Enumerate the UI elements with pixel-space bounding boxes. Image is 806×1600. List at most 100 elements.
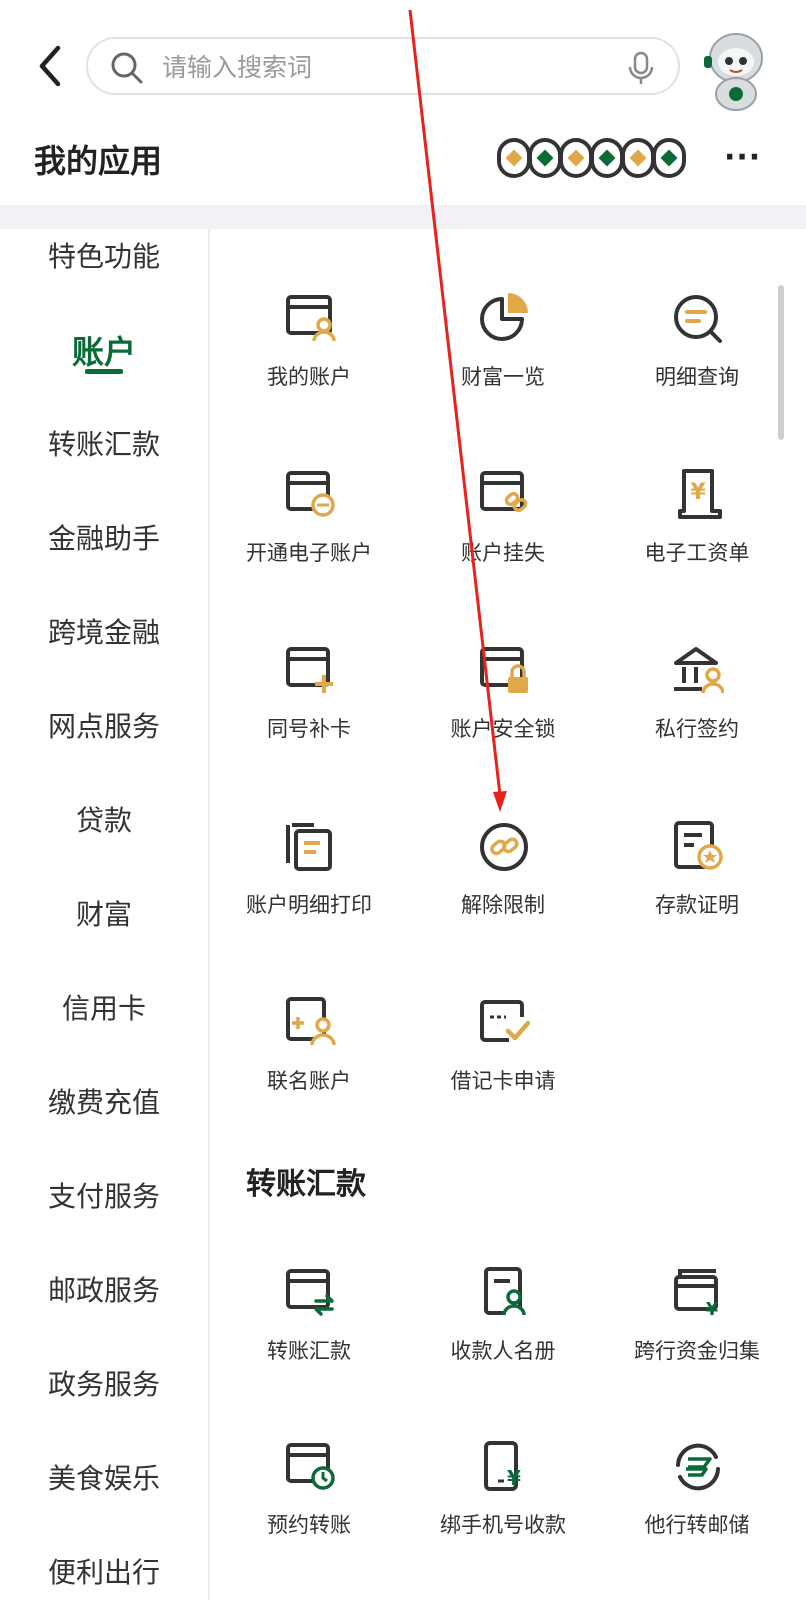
app-tile-security-lock[interactable]: 账户安全锁 bbox=[406, 643, 600, 793]
payee-book-icon bbox=[484, 1267, 526, 1316]
app-label: 绑手机号收款 bbox=[440, 1513, 566, 1537]
card-transfer-icon bbox=[286, 1269, 334, 1316]
more-button[interactable]: ··· bbox=[724, 140, 762, 175]
app-label: 跨行资金归集 bbox=[634, 1339, 760, 1363]
app-tile-debit-card-apply[interactable]: 借记卡申请 bbox=[406, 995, 600, 1145]
app-tile-card-replace[interactable]: 同号补卡 bbox=[212, 643, 406, 793]
sidebar-item-wealth[interactable]: 财富 bbox=[75, 898, 132, 931]
sidebar-item-transfer[interactable]: 转账汇款 bbox=[47, 428, 160, 461]
scrollbar[interactable] bbox=[778, 285, 784, 440]
app-label: 我的账户 bbox=[267, 365, 351, 389]
page-title: 我的应用 bbox=[34, 142, 163, 180]
app-label: 账户明细打印 bbox=[246, 893, 372, 917]
app-tile-fund-collection[interactable]: ¥ 跨行资金归集 bbox=[600, 1265, 794, 1415]
card-user-icon bbox=[286, 295, 336, 342]
search-icon bbox=[111, 52, 143, 84]
app-label: 电子工资单 bbox=[644, 541, 750, 565]
app-label: 他行转邮储 bbox=[644, 1513, 750, 1537]
app-label: 明细查询 bbox=[655, 365, 739, 389]
fund-collect-icon: ¥ bbox=[674, 1269, 719, 1320]
app-label: 账户安全锁 bbox=[450, 717, 556, 741]
app-label: 转账汇款 bbox=[267, 1339, 351, 1363]
back-icon[interactable] bbox=[30, 40, 70, 92]
app-label: 存款证明 bbox=[655, 893, 739, 917]
app-tile-e-payslip[interactable]: ¥ 电子工资单 bbox=[600, 467, 794, 617]
sidebar-item-travel[interactable]: 便利出行 bbox=[47, 1556, 160, 1589]
robot-avatar-icon[interactable] bbox=[700, 28, 772, 112]
favorite-app-icon[interactable] bbox=[621, 138, 655, 178]
scheduled-transfer-icon bbox=[286, 1443, 335, 1490]
app-label: 账户挂失 bbox=[461, 541, 545, 565]
app-tile-joint-account[interactable]: 联名账户 bbox=[212, 995, 406, 1145]
sidebar-item-government-service[interactable]: 政务服务 bbox=[47, 1368, 160, 1401]
app-label: 同号补卡 bbox=[267, 717, 351, 741]
search-detail-icon bbox=[674, 295, 722, 343]
app-tile-private-banking[interactable]: 私行签约 bbox=[600, 643, 794, 793]
favorite-app-icon[interactable] bbox=[590, 138, 624, 178]
favorite-app-icon[interactable] bbox=[497, 138, 531, 178]
svg-text:¥: ¥ bbox=[706, 1299, 719, 1320]
app-tile-detail-query[interactable]: 明细查询 bbox=[600, 291, 794, 441]
app-label: 预约转账 bbox=[267, 1513, 351, 1537]
active-tab-indicator bbox=[85, 369, 123, 374]
app-tile-transfer[interactable]: 转账汇款 bbox=[212, 1265, 406, 1415]
app-label: 财富一览 bbox=[461, 365, 545, 389]
print-detail-icon bbox=[286, 823, 332, 871]
category-sidebar: 特色功能 账户 转账汇款 金融助手 跨境金融 网点服务 贷款 财富 信用卡 缴费… bbox=[0, 229, 210, 1600]
app-tile-postal-transfer[interactable]: 他行转邮储 bbox=[600, 1439, 794, 1589]
app-label: 私行签约 bbox=[655, 717, 739, 741]
app-label: 开通电子账户 bbox=[246, 541, 372, 565]
sidebar-item-loans[interactable]: 贷款 bbox=[75, 804, 132, 837]
favorite-app-icon[interactable] bbox=[528, 138, 562, 178]
app-label: 收款人名册 bbox=[450, 1339, 556, 1363]
app-label: 联名账户 bbox=[267, 1069, 351, 1093]
app-tile-open-e-account[interactable]: 开通电子账户 bbox=[212, 467, 406, 617]
sidebar-item-credit-card[interactable]: 信用卡 bbox=[61, 992, 146, 1025]
section-divider bbox=[0, 205, 806, 229]
postal-transfer-icon bbox=[676, 1443, 720, 1491]
card-lock-icon bbox=[480, 647, 528, 693]
search-input[interactable] bbox=[162, 47, 602, 87]
payslip-icon: ¥ bbox=[678, 469, 722, 519]
sidebar-item-postal-service[interactable]: 邮政服务 bbox=[47, 1274, 160, 1307]
svg-text:¥: ¥ bbox=[690, 480, 706, 505]
app-label: 解除限制 bbox=[461, 893, 545, 917]
app-tile-wealth-overview[interactable]: 财富一览 bbox=[406, 291, 600, 441]
unlink-icon bbox=[480, 823, 528, 871]
top-bar bbox=[0, 0, 806, 120]
app-tile-print-detail[interactable]: 账户明细打印 bbox=[212, 819, 406, 969]
app-tile-deposit-certificate[interactable]: 存款证明 bbox=[600, 819, 794, 969]
favorite-app-icon[interactable] bbox=[559, 138, 593, 178]
app-tile-phone-receive[interactable]: ¥ 绑手机号收款 bbox=[406, 1439, 600, 1589]
app-label: 借记卡申请 bbox=[450, 1069, 556, 1093]
phone-receive-icon: ¥ bbox=[484, 1441, 521, 1491]
sidebar-item-cross-border[interactable]: 跨境金融 bbox=[47, 616, 160, 649]
section-title-transfer: 转账汇款 bbox=[246, 1167, 366, 1202]
sidebar-item-featured[interactable]: 特色功能 bbox=[47, 240, 160, 273]
svg-text:¥: ¥ bbox=[507, 1466, 521, 1490]
deposit-cert-icon bbox=[674, 821, 723, 870]
app-tile-my-account[interactable]: 我的账户 bbox=[212, 291, 406, 441]
joint-account-icon bbox=[286, 997, 336, 1046]
sidebar-item-account[interactable]: 账户 bbox=[71, 333, 136, 371]
debit-card-icon bbox=[480, 1000, 530, 1042]
sidebar-item-payment-service[interactable]: 支付服务 bbox=[47, 1180, 160, 1213]
app-tile-scheduled-transfer[interactable]: 预约转账 bbox=[212, 1439, 406, 1589]
sidebar-item-branch-service[interactable]: 网点服务 bbox=[47, 710, 160, 743]
pie-chart-icon bbox=[480, 293, 528, 341]
microphone-icon[interactable] bbox=[626, 51, 656, 85]
favorite-app-icon[interactable] bbox=[652, 138, 686, 178]
app-tile-remove-restriction[interactable]: 解除限制 bbox=[406, 819, 600, 969]
app-tile-report-loss[interactable]: 账户挂失 bbox=[406, 467, 600, 617]
sidebar-item-finance-assistant[interactable]: 金融助手 bbox=[47, 522, 160, 555]
app-tile-payee-book[interactable]: 收款人名册 bbox=[406, 1265, 600, 1415]
title-row: 我的应用 ··· bbox=[0, 120, 806, 206]
bank-user-icon bbox=[674, 647, 724, 694]
sidebar-item-food-entertainment[interactable]: 美食娱乐 bbox=[47, 1462, 160, 1495]
app-grid: 我的账户 财富一览 明细查询 开通电子账户 bbox=[212, 229, 806, 1600]
favorite-apps-strip[interactable] bbox=[497, 138, 686, 178]
search-bar[interactable] bbox=[86, 37, 680, 95]
sidebar-item-payments-topup[interactable]: 缴费充值 bbox=[47, 1086, 160, 1119]
card-link-icon bbox=[480, 471, 528, 513]
card-e-icon bbox=[286, 471, 335, 517]
